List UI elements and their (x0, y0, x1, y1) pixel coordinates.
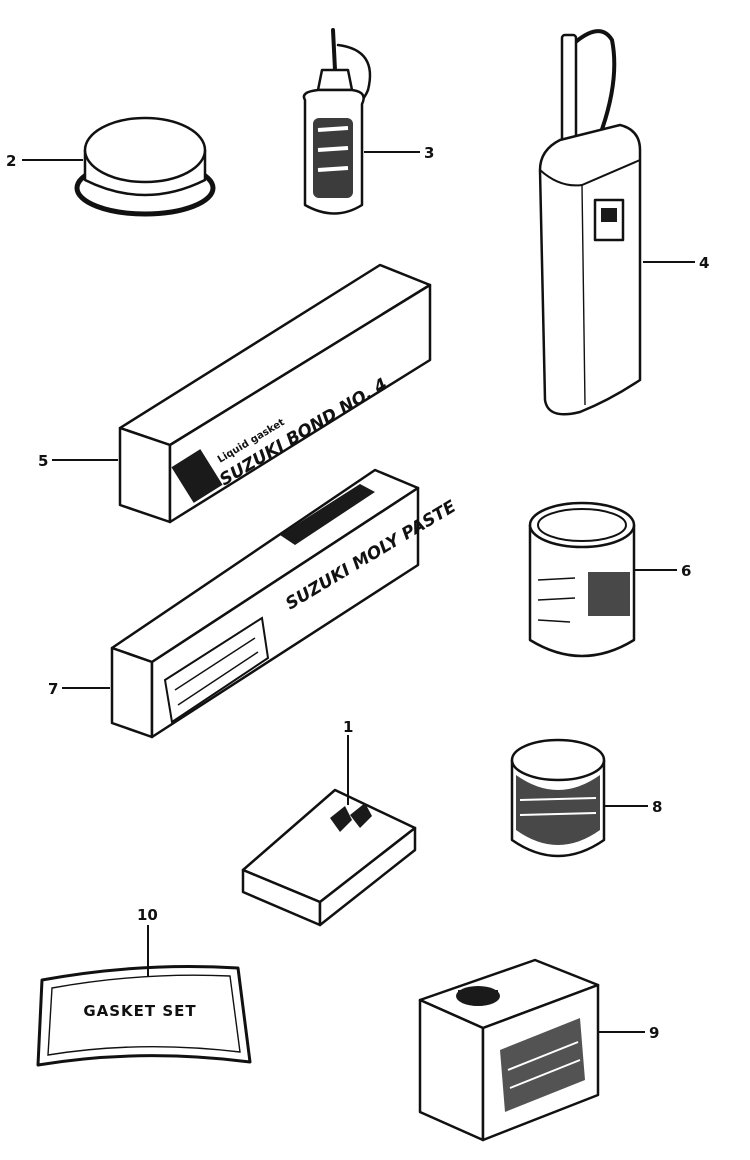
callout-5: 5 (38, 452, 48, 470)
item-3-oil-bottle (302, 28, 372, 215)
item-8-grease-jar (510, 738, 606, 858)
item-6-tin-can (528, 501, 636, 658)
item-4-spray-can (538, 29, 642, 416)
item-10-gasket-set: GASKET SET (36, 965, 252, 1067)
callout-9: 9 (649, 1024, 659, 1042)
item-2-round-cap (74, 116, 216, 217)
callout-7: 7 (48, 680, 58, 698)
callout-6: 6 (681, 562, 691, 580)
callout-4: 4 (699, 254, 709, 272)
callout-10: 10 (137, 906, 158, 924)
item-1-small-case (241, 788, 417, 927)
callout-1: 1 (343, 718, 353, 736)
callout-3: 3 (424, 144, 434, 162)
gasket-set-label: GASKET SET (83, 1002, 196, 1020)
callout-2: 2 (6, 152, 16, 170)
item-7-moly-box: SUZUKI MOLY PASTE (110, 468, 460, 739)
callout-8: 8 (652, 798, 662, 816)
item-5-bond-box: Liquid gasket SUZUKI BOND NO. 4 (118, 263, 432, 524)
item-9-oil-can (418, 958, 600, 1142)
